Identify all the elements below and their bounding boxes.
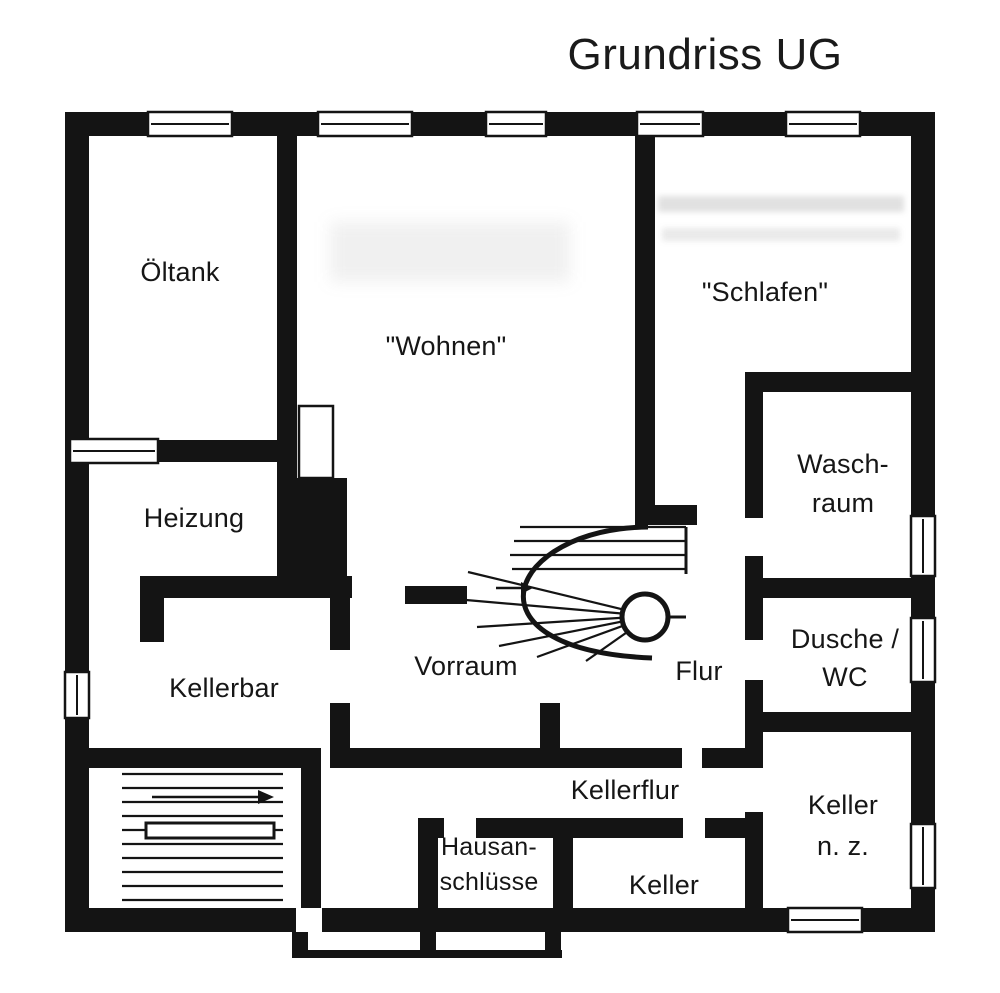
room-label-dusche-wc: Dusche / WC [765,620,925,696]
room-label-hausanschluesse: Hausan- schlüsse [409,830,569,900]
wall-segment [745,680,763,712]
wall-segment [553,838,573,908]
room-label-hausanschluesse-line2: schlüsse [439,868,539,896]
room-label-waschraum-line2: raum [811,488,875,518]
wall-segment [418,818,444,838]
shaft [297,404,335,480]
page-title: Grundriss UG [567,30,843,79]
wall-segment [745,556,763,640]
wall-segment [292,950,562,958]
wall-segment [476,818,553,838]
wall-segment [277,442,297,598]
room-label-dusche-line1: Dusche / [790,624,900,654]
room-label-kellerflur: Kellerflur [570,775,680,805]
room-label-flur: Flur [675,656,723,686]
wall-segment [745,812,763,908]
room-label-keller-nz: Keller n. z. [773,785,913,867]
room-label-wohnen: "Wohnen" [385,331,507,361]
room-label-keller-nz-line1: Keller [807,790,879,820]
wall-segment [635,505,697,525]
door-opening [296,908,322,932]
wall-segment [330,703,350,768]
wall-segment [702,748,745,768]
spiral-stair-newel [619,591,671,643]
wall-segment [405,586,467,604]
straight-staircase [122,772,283,902]
wall-segment [140,576,164,642]
stair-direction-arrow [152,790,274,804]
room-label-kellerbar: Kellerbar [169,673,279,703]
wall-segment [295,478,347,598]
stair-handrail [144,821,276,840]
wall-segment [745,712,911,732]
room-label-heizung: Heizung [143,503,245,533]
wall-segment [745,732,763,768]
wall-segment [745,372,763,518]
room-label-vorraum: Vorraum [414,651,518,681]
room-label-oeltank: Öltank [140,257,220,287]
wall-segment [89,748,301,768]
wall-segment [705,818,745,838]
room-label-hausanschluesse-line1: Hausan- [441,833,537,861]
wall-segment [301,748,321,908]
wall-segment [418,838,438,908]
wall-segment [745,372,911,392]
room-label-dusche-line2: WC [822,662,868,692]
wall-segment [553,818,683,838]
room-label-keller-nz-line2: n. z. [816,831,870,861]
spiral-staircase [465,524,688,662]
room-label-schlafen: "Schlafen" [701,277,829,307]
wall-segment [635,112,655,510]
wall-segment [560,748,682,768]
wall-segment [763,578,911,598]
room-label-keller: Keller [628,870,700,900]
wall-segment [65,112,89,932]
room-label-waschraum: Wasch- raum [763,445,923,523]
wall-segment [540,703,560,768]
wall-segment [277,136,297,442]
wall-segment [350,748,540,768]
stair-direction-arrow [496,582,533,594]
wall-segment [330,598,350,650]
windows-and-doors [63,110,937,934]
room-label-waschraum-line1: Wasch- [797,449,889,479]
